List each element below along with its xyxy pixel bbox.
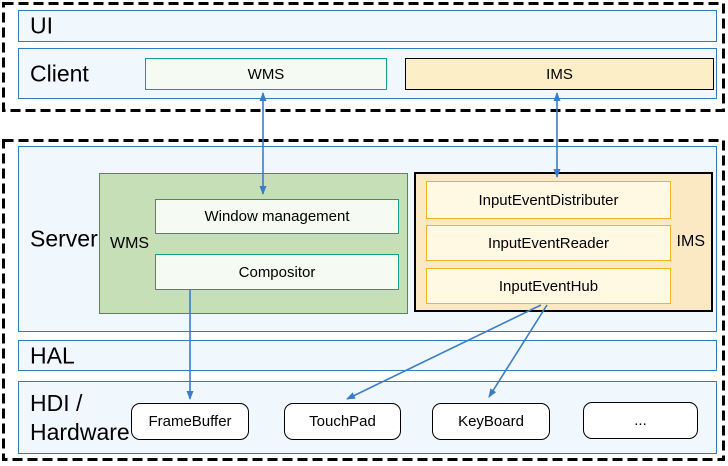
hdi-label-line2: Hardware: [30, 418, 130, 445]
layer-server: Server WMS Window management Compositor …: [18, 146, 717, 332]
client-ims-label: IMS: [546, 65, 573, 83]
layer-client-label: Client: [30, 60, 89, 86]
layer-hal-label: HAL: [30, 342, 75, 368]
compositor-label: Compositor: [238, 263, 316, 281]
server-wms-group-label: WMS: [110, 234, 150, 252]
input-event-distributer-label: InputEventDistributer: [478, 191, 619, 209]
client-wms-node: WMS: [145, 58, 387, 90]
input-event-hub-label: InputEventHub: [498, 277, 599, 295]
keyboard-label: KeyBoard: [458, 413, 524, 430]
server-ims-group: InputEventDistributer InputEventReader I…: [414, 172, 713, 312]
layer-server-label: Server: [30, 225, 98, 252]
layer-ui-label: UI: [30, 12, 53, 39]
client-ims-node: IMS: [405, 58, 714, 90]
touchpad-node: TouchPad: [284, 403, 401, 440]
touchpad-label: TouchPad: [309, 413, 376, 430]
layer-ui: UI: [18, 10, 717, 42]
framebuffer-label: FrameBuffer: [148, 413, 232, 430]
server-ims-group-label: IMS: [676, 233, 705, 250]
compositor-node: Compositor: [155, 254, 399, 290]
client-wms-label: WMS: [247, 65, 285, 83]
keyboard-node: KeyBoard: [432, 403, 550, 440]
server-wms-group: WMS Window management Compositor: [99, 173, 408, 314]
window-management-node: Window management: [155, 199, 399, 234]
layer-hdi-hardware: HDI / Hardware FrameBuffer TouchPad KeyB…: [18, 381, 717, 454]
layer-hal: HAL: [18, 340, 717, 371]
input-event-hub-node: InputEventHub: [426, 268, 671, 304]
ellipsis-node: ...: [583, 402, 698, 439]
input-event-distributer-node: InputEventDistributer: [426, 181, 671, 219]
input-event-reader-label: InputEventReader: [488, 234, 609, 252]
input-event-reader-node: InputEventReader: [426, 225, 671, 261]
window-management-label: Window management: [204, 208, 350, 225]
layer-hdi-hardware-label: HDI / Hardware: [30, 389, 130, 447]
layer-client: Client WMS IMS: [18, 48, 717, 99]
hdi-label-line1: HDI /: [30, 389, 83, 416]
framebuffer-node: FrameBuffer: [131, 403, 249, 440]
ellipsis-label: ...: [634, 412, 647, 429]
